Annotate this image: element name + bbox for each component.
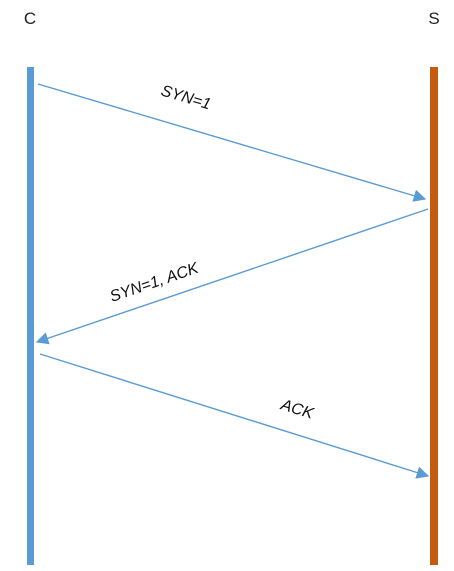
syn-ack-arrow (35, 208, 429, 345)
syn-ack-label: SYN=1, ACK (108, 260, 202, 306)
client-label: C (24, 9, 36, 28)
client-lifeline (27, 67, 34, 565)
syn-label: SYN=1 (159, 83, 213, 114)
ack-label: ACK (278, 396, 317, 423)
syn-arrow (37, 83, 427, 202)
ack-arrow (39, 353, 430, 479)
server-lifeline (430, 67, 438, 565)
server-label: S (428, 9, 439, 28)
